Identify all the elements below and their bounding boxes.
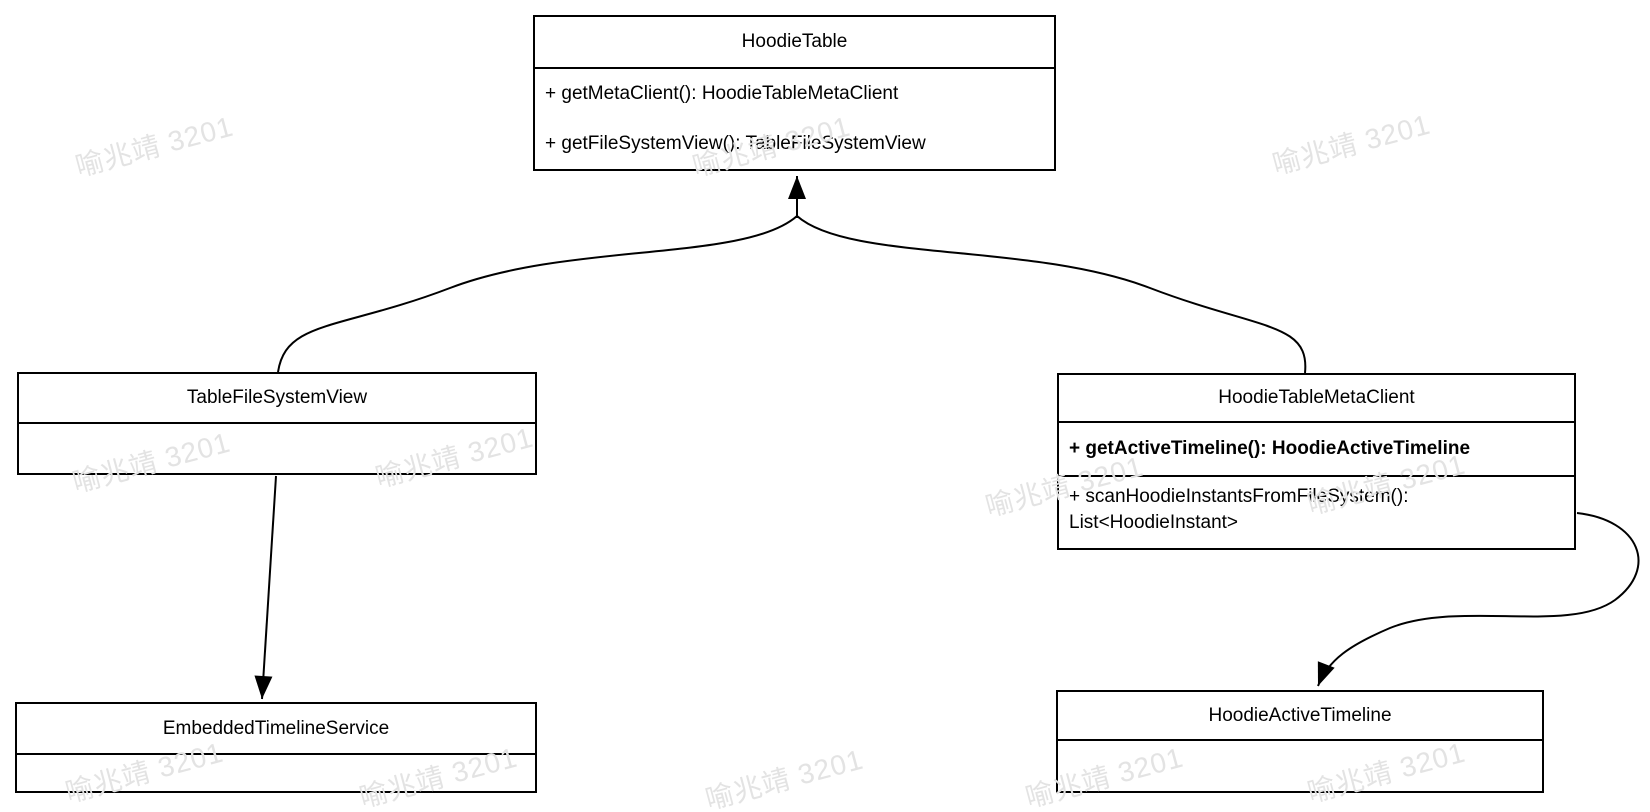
method-getmetaclient: + getMetaClient(): HoodieTableMetaClient xyxy=(545,83,899,104)
edge-tablefilesystemview-to-hoodietable xyxy=(277,215,798,373)
method-scanhoodieinstants: + scanHoodieInstantsFromFileSystem(): Li… xyxy=(1069,486,1409,533)
class-box-hoodietablemetaclient: HoodieTableMetaClient + getActiveTimelin… xyxy=(1057,373,1576,550)
edge-hoodietablemetaclient-to-hoodieactivetimeline xyxy=(1317,512,1640,687)
class-box-hoodietable: HoodieTable + getMetaClient(): HoodieTab… xyxy=(533,15,1056,171)
method-getactivetimeline: + getActiveTimeline(): HoodieActiveTimel… xyxy=(1059,423,1574,477)
class-title-embeddedtimelineservice: EmbeddedTimelineService xyxy=(17,704,535,755)
class-title-hoodieactivetimeline: HoodieActiveTimeline xyxy=(1058,692,1542,741)
empty-compartment xyxy=(19,424,535,473)
edge-hoodietablemetaclient-to-hoodietable xyxy=(796,215,1307,374)
empty-compartment xyxy=(1058,741,1542,791)
class-title-hoodietablemetaclient: HoodieTableMetaClient xyxy=(1059,375,1574,423)
class-box-embeddedtimelineservice: EmbeddedTimelineService xyxy=(15,702,537,793)
class-box-tablefilesystemview: TableFileSystemView xyxy=(17,372,537,475)
empty-compartment xyxy=(17,755,535,791)
class-title-tablefilesystemview: TableFileSystemView xyxy=(19,374,535,424)
class-box-hoodieactivetimeline: HoodieActiveTimeline xyxy=(1056,690,1544,793)
method-getfilesystemview: + getFileSystemView(): TableFileSystemVi… xyxy=(545,133,926,154)
edge-tablefilesystemview-to-embeddedtimelineservice xyxy=(254,475,277,700)
class-title-hoodietable: HoodieTable xyxy=(535,17,1054,69)
